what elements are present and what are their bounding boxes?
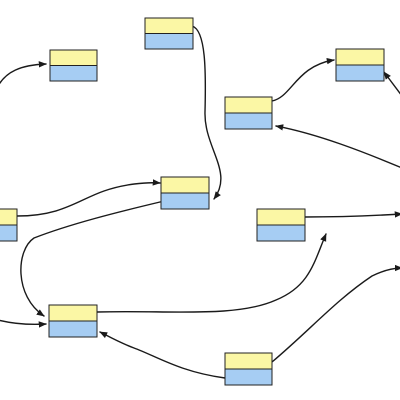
edges-layer [0, 25, 400, 379]
edge-offscreen-right-to-right-upper-middle [275, 124, 400, 168]
node-top-field [224, 96, 273, 114]
node-bottom-field [144, 33, 194, 50]
edge-center-to-lower-left [20, 201, 161, 317]
node-top-center[interactable] [144, 17, 194, 50]
node-right-upper-middle[interactable] [224, 96, 273, 130]
node-bottom-field [49, 65, 98, 82]
node-top-field [48, 304, 98, 322]
node-top-field [0, 208, 18, 226]
node-top-field [49, 49, 98, 66]
edge-bottom-center-to-offscreen-right [271, 264, 400, 363]
node-bottom-field [335, 64, 385, 82]
node-top-field [224, 352, 273, 370]
nodes-layer [0, 17, 385, 386]
node-center[interactable] [160, 176, 210, 210]
node-bottom-field [256, 224, 306, 242]
edge-offscreen-right-to-upper-right [383, 71, 400, 95]
node-bottom-field [224, 368, 273, 386]
node-bottom-field [0, 224, 18, 242]
edge-bottom-center-to-lower-left [99, 331, 226, 379]
node-upper-left[interactable] [49, 49, 98, 82]
edge-right-upper-middle-to-upper-right [271, 57, 335, 102]
edge-right-middle-to-offscreen-right [304, 211, 400, 218]
edge-lower-left-to-right-middle [96, 233, 327, 313]
node-left-edge[interactable] [0, 208, 18, 242]
node-bottom-field [160, 192, 210, 210]
node-bottom-field [224, 112, 273, 130]
node-upper-right[interactable] [335, 48, 385, 82]
node-right-middle[interactable] [256, 208, 306, 242]
node-bottom-center[interactable] [224, 352, 273, 386]
edge-offscreen-left-to-lower-left [0, 319, 47, 328]
edge-left-edge-to-center [16, 179, 161, 217]
node-top-field [335, 48, 385, 66]
node-lower-left[interactable] [48, 304, 98, 338]
node-top-field [256, 208, 306, 226]
edge-offscreen-left-to-upper-left [0, 61, 47, 85]
node-top-field [144, 17, 194, 34]
edge-top-center-to-center [191, 25, 222, 200]
node-top-field [160, 176, 210, 194]
node-bottom-field [48, 320, 98, 338]
